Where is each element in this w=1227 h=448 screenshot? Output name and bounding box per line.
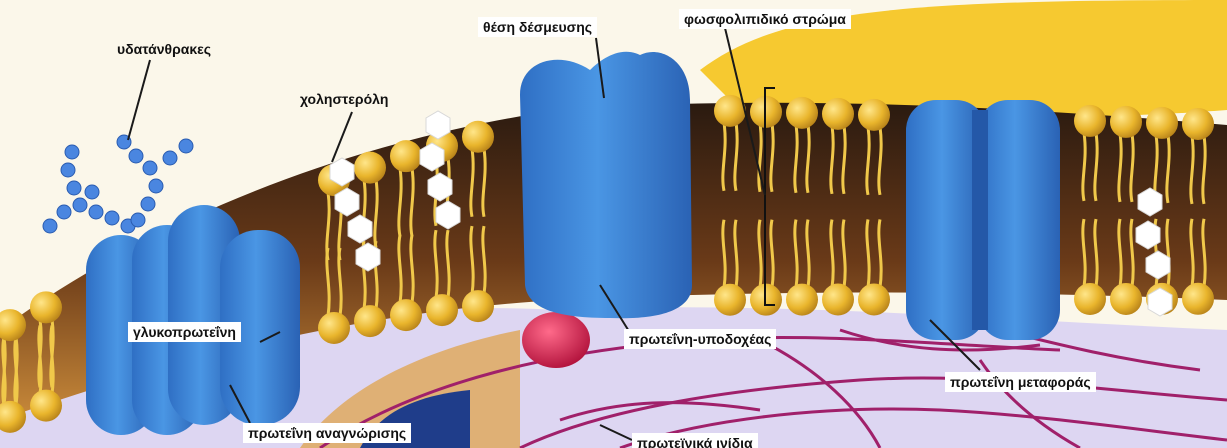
label-protein-filaments: πρωτεϊνικά ινίδια [632, 433, 758, 448]
phospholipid-head [858, 283, 890, 315]
phospholipid-head [714, 284, 746, 316]
phospholipid-head [426, 294, 458, 326]
glycoprotein-shape [86, 205, 300, 435]
phospholipid-head [786, 284, 818, 316]
receptor-ligand-ball [522, 312, 590, 368]
phospholipid-head [1110, 283, 1142, 315]
phospholipid-head [462, 121, 494, 153]
phospholipid-head [390, 299, 422, 331]
phospholipid-head [354, 152, 386, 184]
phospholipid-head [786, 97, 818, 129]
phospholipid-head [1074, 283, 1106, 315]
phospholipid-head [30, 291, 62, 323]
phospholipid-head [1074, 105, 1106, 137]
label-carbohydrates: υδατάνθρακες [117, 40, 211, 58]
phospholipid-head [354, 305, 386, 337]
phospholipid-head [1182, 108, 1214, 140]
label-glycoprotein: γλυκοπρωτεΐνη [128, 322, 241, 342]
label-phospholipid-layer: φωσφολιπιδικό στρώμα [679, 9, 851, 29]
phospholipid-head [1146, 107, 1178, 139]
phospholipid-head [822, 284, 854, 316]
label-recognition-protein: πρωτεΐνη αναγνώρισης [243, 423, 411, 443]
label-binding-site: θέση δέσμευσης [478, 17, 597, 37]
phospholipid-head [1110, 106, 1142, 138]
label-receptor-protein: πρωτεΐνη-υποδοχέας [624, 329, 776, 349]
phospholipid-head [318, 312, 350, 344]
phospholipid-head [30, 390, 62, 422]
phospholipid-head [822, 98, 854, 130]
label-cholesterol: χοληστερόλη [300, 90, 388, 108]
receptor-protein-shape [520, 52, 692, 319]
phospholipid-head [462, 290, 494, 322]
label-transport-protein: πρωτεΐνη μεταφοράς [945, 372, 1096, 392]
phospholipid-head [858, 99, 890, 131]
phospholipid-head [1182, 283, 1214, 315]
transport-protein-shape [906, 100, 1060, 340]
phospholipid-head [390, 140, 422, 172]
